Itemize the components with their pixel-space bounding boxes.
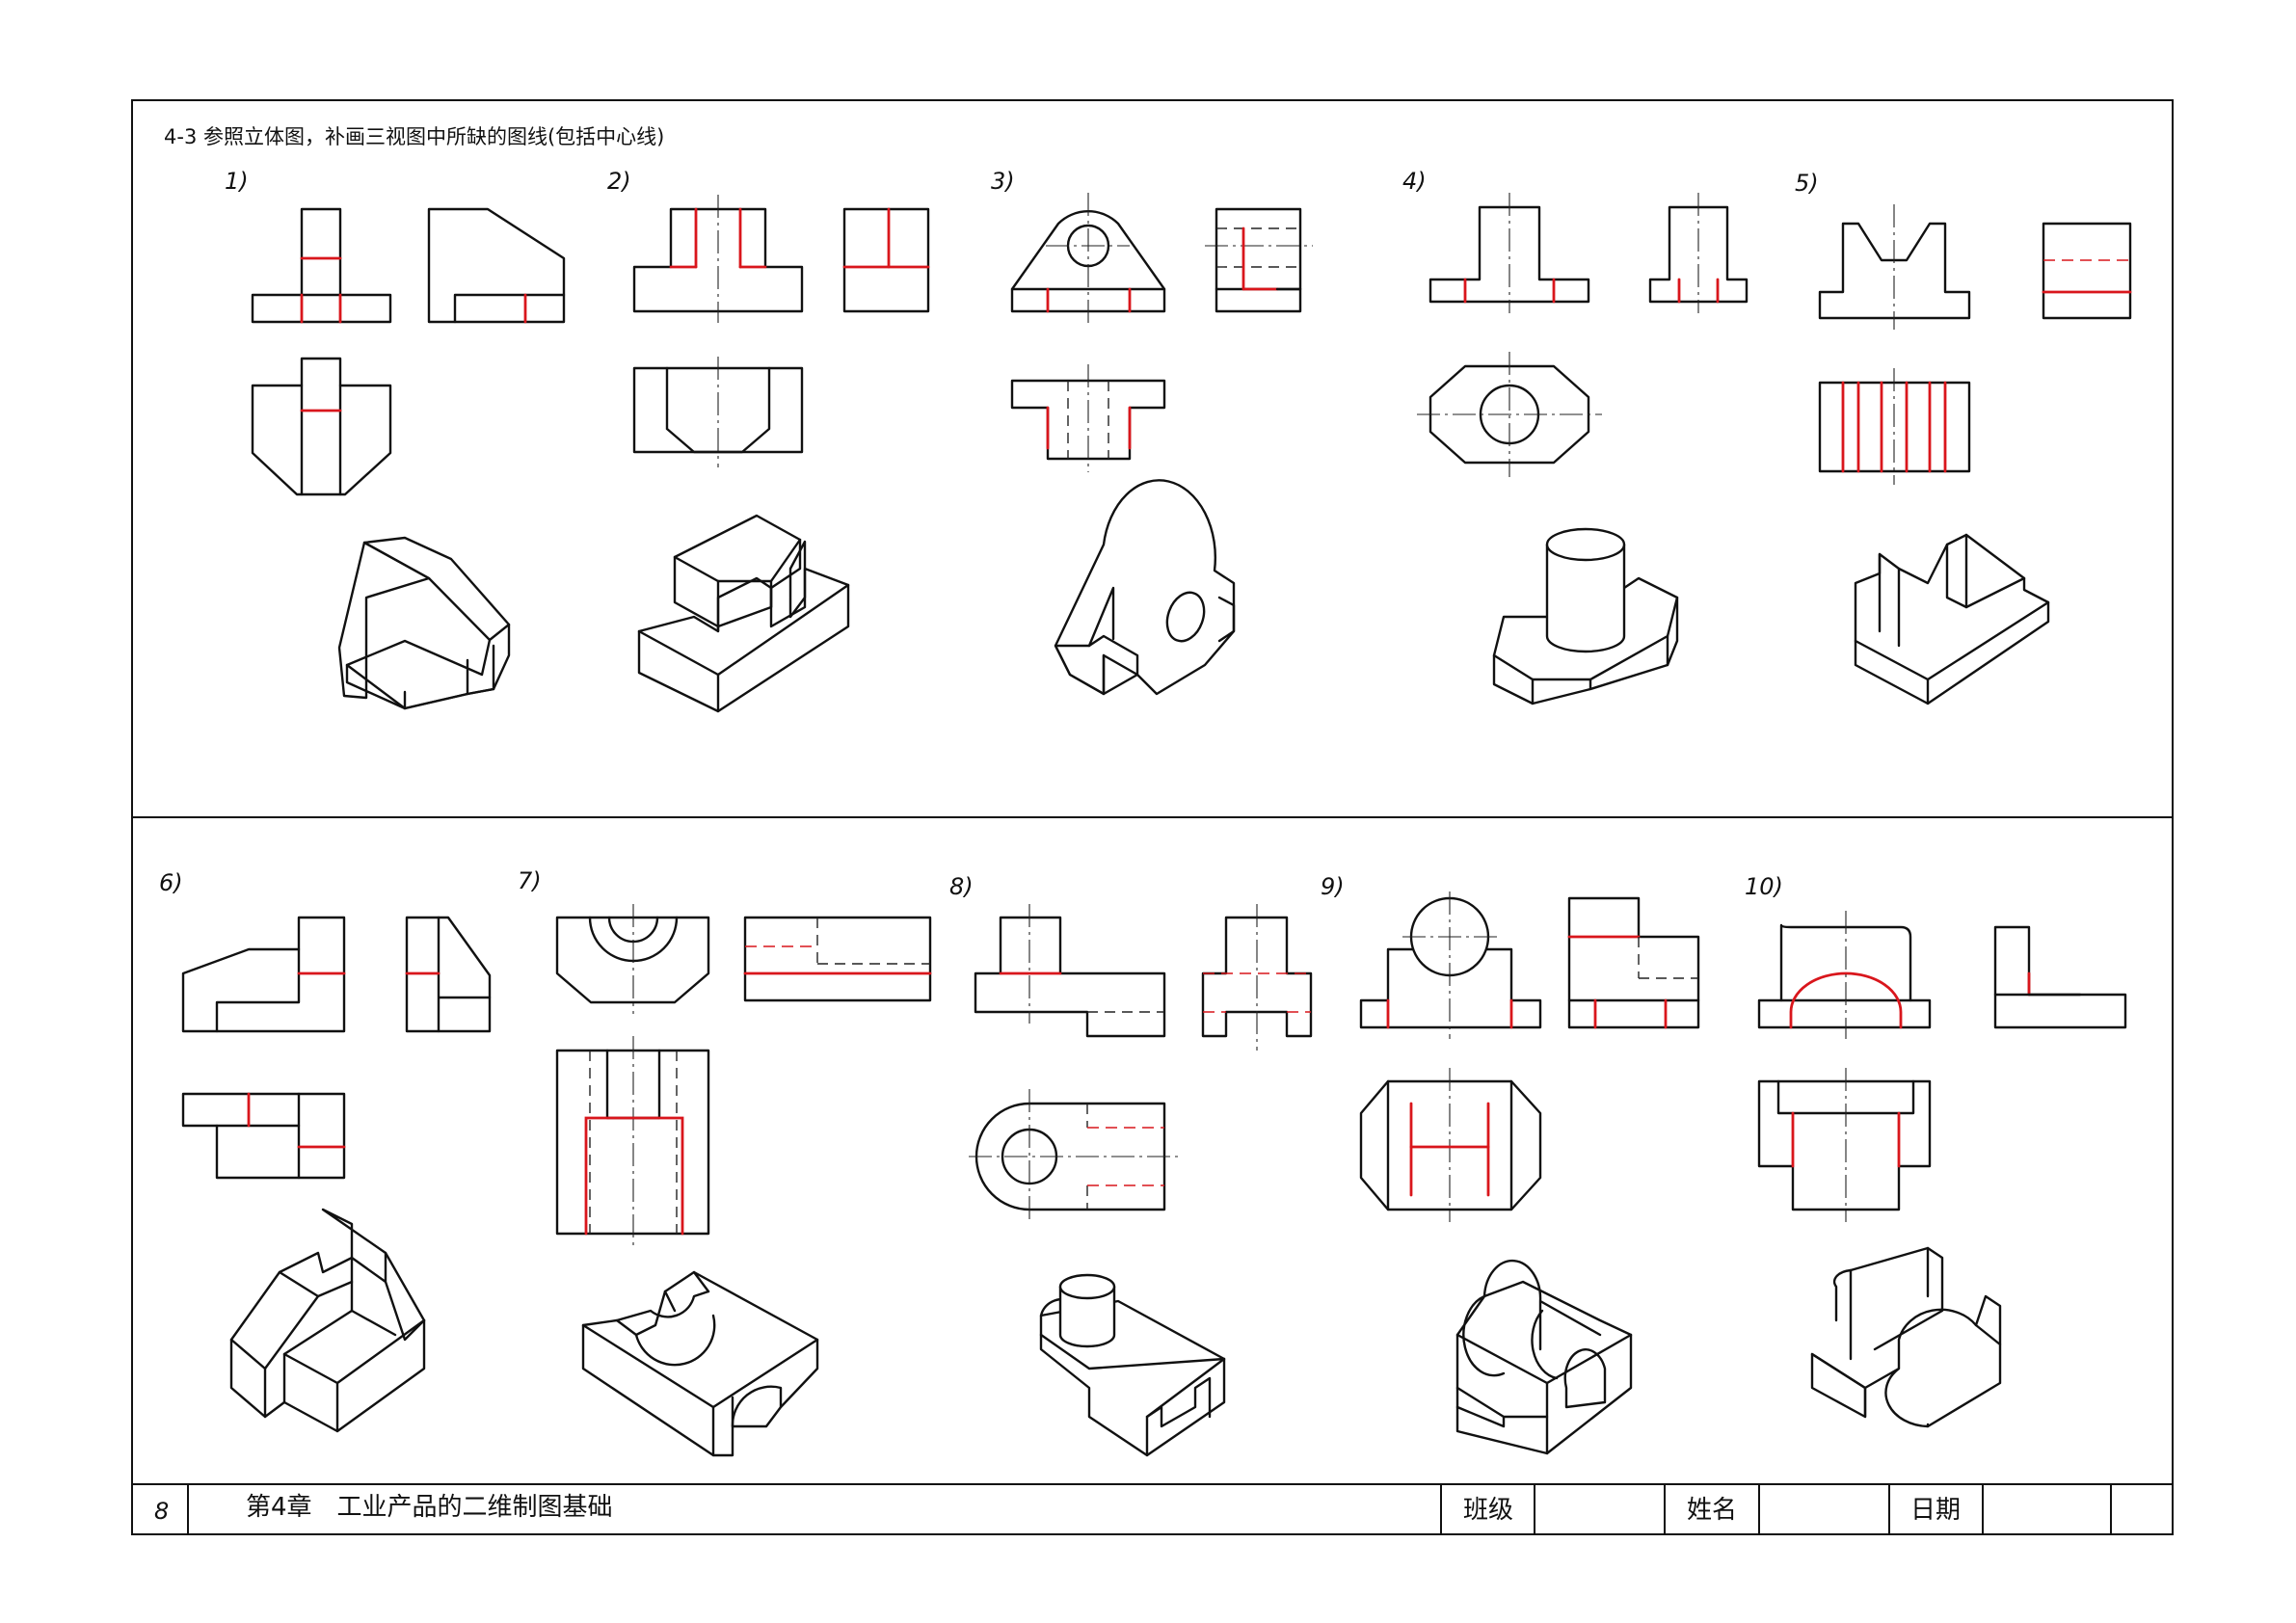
class-label: 班级 bbox=[1463, 1496, 1513, 1525]
problem-1-drawing bbox=[251, 207, 566, 710]
page-number: 8 bbox=[154, 1498, 169, 1525]
problem-8-drawing bbox=[969, 904, 1313, 1457]
problem-5-drawing bbox=[1818, 204, 2132, 705]
problem-4-label: 4) bbox=[1402, 168, 1427, 195]
problem-2-drawing bbox=[632, 195, 930, 713]
problem-10-drawing bbox=[1757, 911, 2127, 1428]
problem-7-drawing bbox=[555, 904, 932, 1457]
problem-9-drawing bbox=[1359, 891, 1700, 1455]
problem-3-label: 3) bbox=[991, 168, 1015, 195]
problem-7-label: 7) bbox=[518, 867, 542, 894]
problem-6-label: 6) bbox=[159, 869, 183, 896]
chapter-title: 第4章 工业产品的二维制图基础 bbox=[246, 1493, 613, 1522]
problem-9-label: 9) bbox=[1321, 873, 1345, 900]
problem-5-label: 5) bbox=[1795, 170, 1819, 197]
problem-3-drawing bbox=[1010, 193, 1313, 696]
exercise-title: 4-3 参照立体图，补画三视图中所缺的图线(包括中心线) bbox=[164, 125, 664, 148]
problem-1-label: 1) bbox=[225, 168, 249, 195]
date-label: 日期 bbox=[1910, 1496, 1961, 1525]
problem-2-label: 2) bbox=[607, 168, 631, 195]
problem-4-drawing bbox=[1417, 193, 1749, 705]
problem-6-drawing bbox=[181, 916, 492, 1433]
problem-10-label: 10) bbox=[1745, 873, 1783, 900]
problem-8-label: 8) bbox=[949, 873, 974, 900]
name-label: 姓名 bbox=[1687, 1496, 1737, 1525]
